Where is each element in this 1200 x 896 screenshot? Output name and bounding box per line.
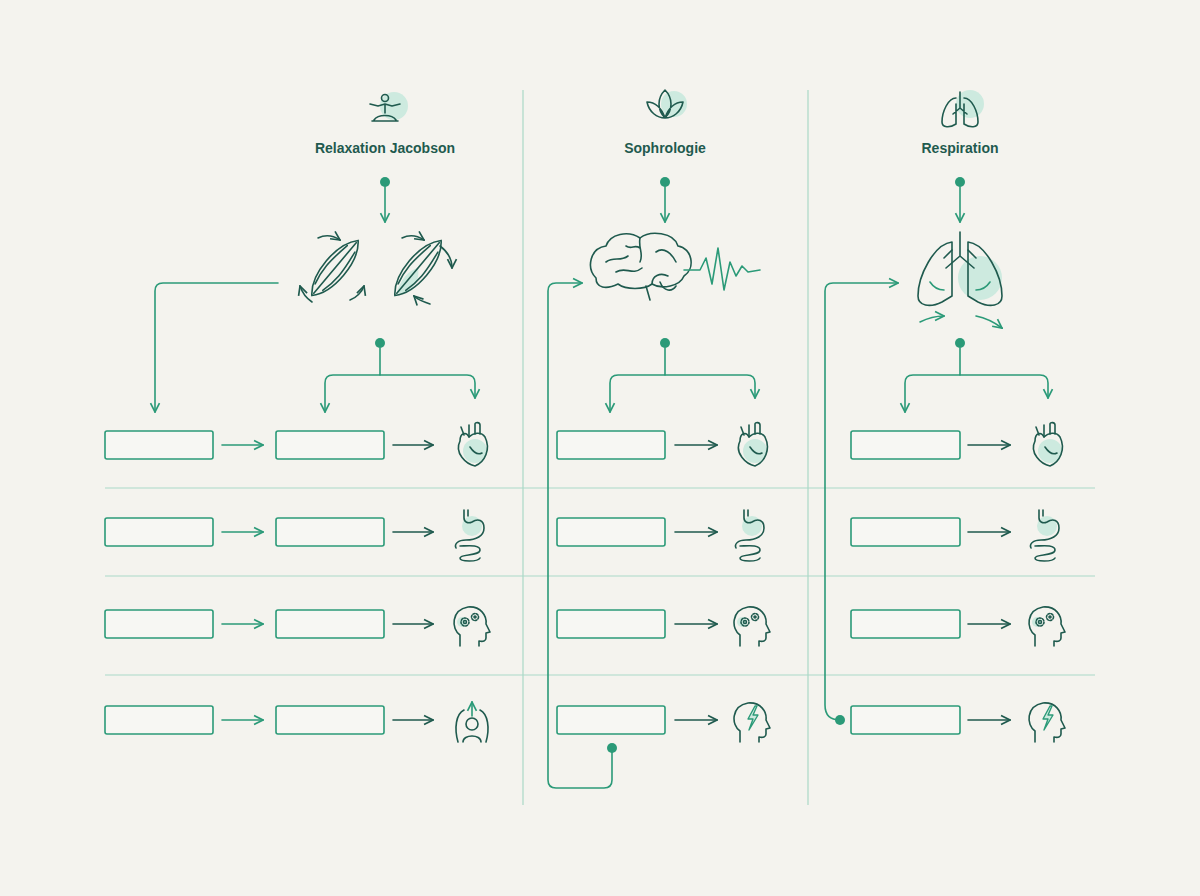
flow-arrow [393,531,433,533]
junction-dot [375,338,385,348]
flow-arrow [393,623,433,625]
junction-dot [955,338,965,348]
flow-arrow [675,623,717,625]
mind-icon [454,607,490,646]
empty-box [851,706,960,734]
flow-arrow [222,719,263,721]
flow-arrow [968,719,1010,721]
junction-dot [380,177,390,187]
flow-arrow [675,719,717,721]
uplift-icon [456,702,488,742]
junction-dot [660,177,670,187]
branch-arrow [325,348,380,412]
flow-arrow [675,531,717,533]
flow-arrow [393,444,433,446]
empty-box [105,610,213,638]
lungs-illustration [918,232,1002,328]
flow-arrow [968,623,1010,625]
column-separator [807,90,808,805]
flow-arrow [968,444,1010,446]
empty-box [105,431,213,459]
empty-box [276,431,384,459]
empty-box [105,706,213,734]
flow-arrow [222,531,263,533]
branch-arrow [380,375,475,398]
column-title: Respiration [921,140,998,156]
meditation-icon [370,92,408,121]
stomach-icon [455,510,484,561]
junction-dot [607,743,617,753]
lotus-icon [647,90,687,118]
mind-icon [734,607,770,646]
row-separator [105,674,1095,675]
flow-arrow [393,719,433,721]
brain-illustration [591,233,760,300]
empty-box [851,431,960,459]
branch-arrow [610,348,665,412]
empty-box [276,706,384,734]
branch-arrow [905,348,960,412]
heart-icon [738,423,767,466]
empty-box [557,706,665,734]
junction-dot [835,715,845,725]
row-separator [105,575,1095,576]
junction-dot [660,338,670,348]
flow-arrow [675,444,717,446]
heart-icon [458,423,487,466]
empty-box [557,431,665,459]
loop-arrow [825,283,898,720]
empty-box [557,610,665,638]
column-title: Sophrologie [624,140,706,156]
stomach-icon [735,510,764,561]
empty-box [105,518,213,546]
branch-arrow [665,375,755,398]
flow-arrow [384,187,386,222]
junction-dot [955,177,965,187]
muscle-illustration [300,233,452,304]
flow-arrow [222,623,263,625]
empty-box [851,518,960,546]
empty-box [557,518,665,546]
empty-box [851,610,960,638]
lungs-icon [942,90,984,127]
heart-icon [1033,423,1062,466]
branch-arrow [960,375,1048,398]
energy-icon [1029,703,1065,742]
energy-icon [734,703,770,742]
column-separator [522,90,523,805]
column-title: Relaxation Jacobson [315,140,455,156]
flow-arrow [222,444,263,446]
flow-arrow [959,187,961,222]
empty-box [276,518,384,546]
stomach-icon [1030,510,1059,561]
empty-box [276,610,384,638]
flow-arrow [155,283,278,412]
mind-icon [1029,607,1065,646]
flow-arrow [664,187,666,222]
row-separator [105,487,1095,488]
flow-arrow [968,531,1010,533]
